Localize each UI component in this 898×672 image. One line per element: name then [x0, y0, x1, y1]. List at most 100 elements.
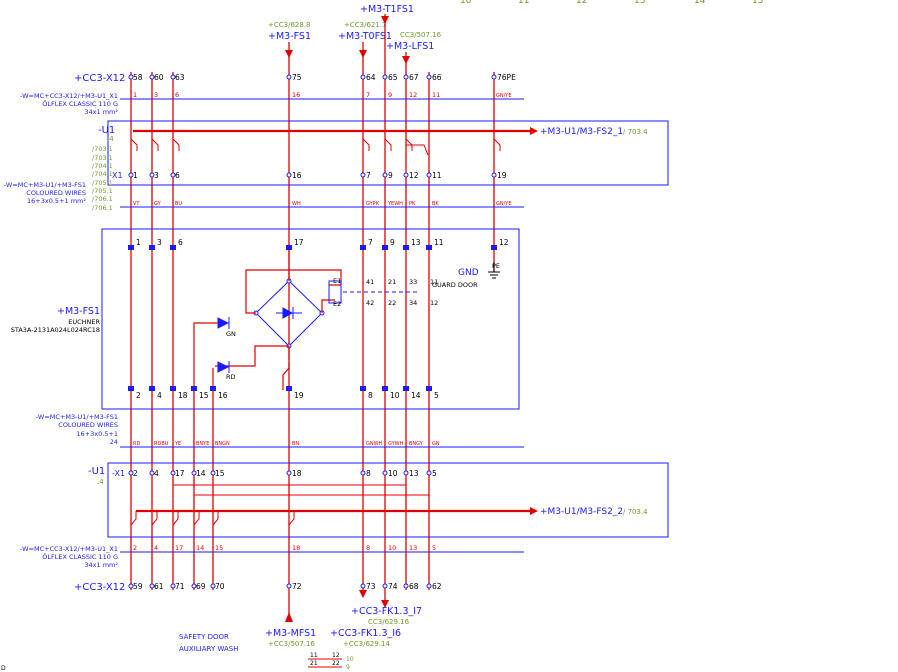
svg-text:/705.1: /705.1	[92, 179, 113, 187]
svg-text:11: 11	[430, 278, 438, 286]
svg-text:/706.1: /706.1	[92, 204, 113, 212]
svg-text:GN: GN	[432, 441, 440, 447]
device-wiring	[193, 250, 342, 390]
u1-top-contacts	[130, 131, 501, 156]
svg-text:6: 6	[178, 238, 183, 247]
svg-text:PK: PK	[409, 201, 416, 207]
terminal[interactable]: 61	[154, 582, 164, 591]
svg-text:9: 9	[346, 664, 350, 671]
svg-text:21: 21	[388, 278, 396, 286]
t0fs1-ref[interactable]: +CC3/621.7	[344, 21, 387, 29]
mfs1-label[interactable]: +M3-MFS1	[265, 628, 316, 639]
svg-text:18: 18	[178, 391, 188, 400]
device-top-pins: 1 3 6 17 7 9 13 11 12	[136, 238, 509, 247]
svg-text:5: 5	[432, 544, 436, 552]
svg-text:ÖLFLEX CLASSIC 110 G: ÖLFLEX CLASSIC 110 G	[42, 552, 118, 561]
fs1-label[interactable]: +M3-FS1	[268, 31, 311, 42]
svg-text:34: 34	[409, 299, 417, 307]
top-labels: +CC3/628.8 +M3-FS1 +CC3/621.7 +M3-T0FS1 …	[268, 4, 442, 52]
fs1-ref[interactable]: +CC3/628.8	[268, 21, 311, 29]
t0fs1-label[interactable]: +M3-T0FS1	[338, 31, 392, 42]
u1-bottom-dots	[128, 470, 432, 476]
coil-e1: E1	[333, 277, 341, 285]
svg-text:8: 8	[368, 391, 373, 400]
u1-bottom-name[interactable]: -U1	[88, 466, 105, 477]
svg-text:-W=MC+CC3-X12/+M3-U1_X1: -W=MC+CC3-X12/+M3-U1_X1	[20, 545, 118, 553]
svg-text:24: 24	[110, 438, 118, 446]
svg-text:12: 12	[499, 238, 509, 247]
svg-text:VT: VT	[133, 201, 140, 207]
svg-text:RDBU: RDBU	[154, 441, 169, 447]
u1-top-strip: X1	[112, 171, 123, 180]
bus-label-2[interactable]: +M3-U1/M3-FS2_2	[540, 507, 623, 517]
t1fs1-label[interactable]: +M3-T1FS1	[360, 4, 414, 15]
fk16-label[interactable]: +CC3-FK1.3_I6	[330, 628, 401, 639]
bot-cable-label: -W=MC+CC3-X12/+M3-U1_X1 ÖLFLEX CLASSIC 1…	[20, 545, 118, 569]
device-name[interactable]: +M3-FS1	[57, 306, 100, 317]
terminal[interactable]: 74	[388, 582, 398, 591]
terminal-dots-top	[128, 74, 497, 80]
device-box[interactable]	[101, 228, 520, 410]
lfs1-label[interactable]: +M3-LFS1	[386, 41, 434, 52]
svg-text:11: 11	[432, 171, 442, 180]
svg-text:13: 13	[409, 544, 417, 552]
svg-text:1: 1	[136, 238, 141, 247]
svg-text:3: 3	[154, 171, 159, 180]
bus-label-1[interactable]: +M3-U1/M3-FS2_1	[540, 127, 623, 137]
terminal[interactable]: 70	[215, 582, 225, 591]
svg-text:13: 13	[411, 238, 421, 247]
terminal[interactable]: 67	[409, 73, 419, 82]
terminal[interactable]: 60	[154, 73, 164, 82]
svg-text:2: 2	[133, 469, 138, 478]
svg-text:/703.1: /703.1	[92, 145, 113, 153]
header-column-numbers: 10 11 12 13 14 15	[460, 0, 763, 6]
terminal[interactable]: 69	[196, 582, 206, 591]
ground-symbol	[488, 262, 500, 279]
svg-text:12: 12	[430, 299, 438, 307]
terminal[interactable]: 71	[175, 582, 185, 591]
svg-text:7: 7	[366, 91, 370, 99]
bot-cable-cores: 2 4 17 14 15 18 8 10 13 5	[133, 544, 436, 552]
u1-bottom-box[interactable]	[107, 462, 669, 538]
terminal[interactable]: 59	[133, 582, 143, 591]
svg-text:GNWH: GNWH	[366, 441, 383, 447]
svg-text:2: 2	[133, 544, 137, 552]
svg-text:14: 14	[411, 391, 421, 400]
u1-bottom-strip: -X1	[112, 469, 125, 478]
svg-text:GYPK: GYPK	[366, 201, 380, 207]
device-part: STA3A-2131A024L024RC18	[11, 326, 100, 334]
svg-text:34x1 mm²: 34x1 mm²	[84, 561, 118, 569]
u1-top-box[interactable]	[107, 120, 669, 186]
fk17-label[interactable]: +CC3-FK1.3_I7	[351, 606, 422, 617]
terminal[interactable]: 72	[292, 582, 302, 591]
svg-text:2: 2	[136, 391, 141, 400]
terminal[interactable]: 64	[366, 73, 376, 82]
terminal[interactable]: 73	[366, 582, 376, 591]
svg-text:17: 17	[294, 238, 304, 247]
bottom-strip-label[interactable]: +CC3-X12	[74, 582, 125, 593]
svg-text:10: 10	[388, 544, 396, 552]
svg-text:10: 10	[390, 391, 400, 400]
terminal[interactable]: 65	[388, 73, 398, 82]
svg-text:/706.1: /706.1	[92, 195, 113, 203]
terminal[interactable]: 68	[409, 582, 419, 591]
terminal[interactable]: 62	[432, 582, 442, 591]
coil-e2: E2	[333, 300, 341, 308]
svg-text:22: 22	[388, 299, 396, 307]
svg-text:11: 11	[434, 238, 444, 247]
lfs1-ref[interactable]: CC3/507.16	[400, 31, 442, 39]
svg-text:18: 18	[292, 544, 300, 552]
terminal[interactable]: 58	[133, 73, 143, 82]
top-strip-label[interactable]: +CC3-X12	[74, 73, 125, 84]
svg-text:41: 41	[366, 278, 374, 286]
terminal[interactable]: 75	[292, 73, 302, 82]
terminal[interactable]: 76PE	[497, 73, 516, 82]
svg-text:12: 12	[409, 91, 417, 99]
u1-top-name[interactable]: -U1	[98, 125, 115, 136]
low-cable-label: -W=MC+M3-U1/+M3-FS1 COLOURED WIRES 16+3x…	[36, 413, 118, 446]
coil	[328, 280, 342, 304]
terminal[interactable]: 63	[175, 73, 185, 82]
terminal[interactable]: 66	[432, 73, 442, 82]
corner-mark: D	[1, 665, 6, 672]
